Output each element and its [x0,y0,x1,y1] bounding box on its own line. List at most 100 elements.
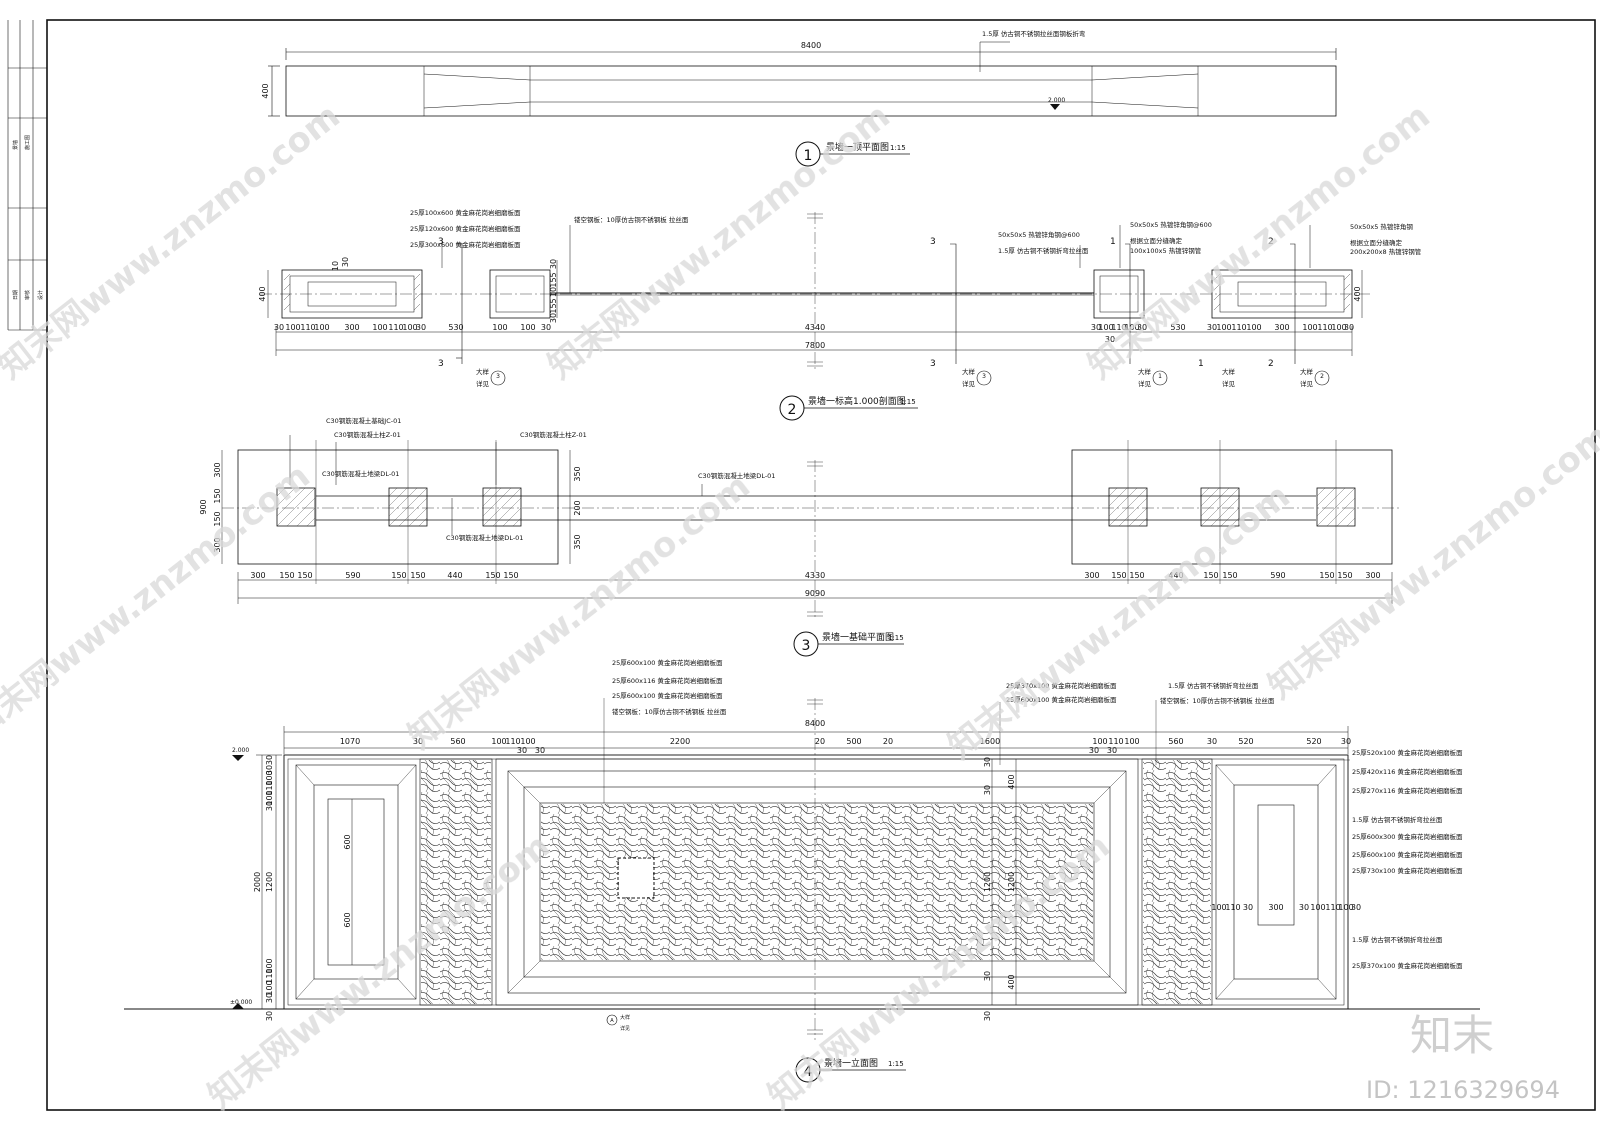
view3-title-text: 景墙一基础平面图 [822,631,894,643]
cut-label: 1 [1198,359,1204,369]
foundation-dim: 150 [1111,571,1126,580]
cut-label: 2 [1268,359,1274,369]
elev-center-dim: 400 [1007,774,1016,789]
top-plan-note: 1.5厚 仿古铜不锈钢拉丝面钢板折弯 [982,29,1086,38]
elev-left-vdim: 30 [265,801,274,811]
detail-word: 大样 [962,367,976,376]
elev-left-vdim: 30 [265,755,274,765]
section-vdim: 30 [549,313,558,323]
elev-right-small-dim: 100 [1338,903,1353,912]
section-note-middle: 镂空钢板：10厚仿古铜不锈钢板 拉丝面 [574,215,689,224]
elev-top-dim: 30 [1207,737,1217,746]
section-dim: 100 [1302,323,1317,332]
view4-number: 4 [804,1064,813,1080]
watermark-text: 知末网www.znzmo.com [541,96,898,387]
elev-note-right-low: 1.5厚 仿古铜不锈钢折弯拉丝面 [1352,935,1443,944]
elev-top-dim: 1600 [980,737,1000,746]
elev-detail-callout: A 大样 详见 [606,1014,630,1032]
detail-word: 大样 [1300,367,1314,376]
section-note-right-a: 50x50x5 热镀锌角钢@600 [998,230,1080,239]
strip-label: 日期 [13,290,19,300]
foundation-dim: 150 [297,571,312,580]
detail-ref-num: 3 [982,373,986,380]
strip-label: 审核 [24,290,31,300]
elev-center-dim: 30 [983,971,992,981]
elev-top-dim: 560 [1168,737,1183,746]
section-dim: 100 [372,323,387,332]
view2-scale: 1:15 [900,398,916,406]
elevation-view: 25厚600x100 黄金麻花岗岩细磨板面 25厚600x116 黄金麻花岗岩细… [124,658,1480,1083]
section-view: 25厚100x600 黄金麻花岗岩细磨板面 25厚120x600 黄金麻花岗岩细… [258,208,1422,421]
strip-label: 施工图 [24,135,31,150]
view4-title: 4 景墙一立面图 1:15 [795,1057,906,1083]
section-dim: 30 [541,323,551,332]
elev-right-small-dim: 100 [1310,903,1325,912]
view3-scale: 1:15 [888,634,904,642]
section-vdim: 155 [549,272,558,287]
elev-center-dim: 400 [1007,974,1016,989]
section-vdim: 10 [331,261,340,271]
elev-note-top-left: 25厚600x100 黄金麻花岗岩细磨板面 [612,658,723,667]
weave-panel-left [421,760,491,1004]
section-dim: 100 [520,323,535,332]
foundation-vdim: 350 [573,534,582,549]
top-plan-length-dim: 8400 [801,41,821,50]
see-word: 详见 [962,379,976,388]
elev-inner-dim: 600 [343,912,352,927]
foundation-columns [276,487,1356,527]
elev-top-dim: 100 [491,737,506,746]
foundation-dim: 150 [391,571,406,580]
foundation-vdim: 200 [573,500,582,515]
section-height-left: 400 [258,286,267,301]
elev-top-dim-sub: 30 [517,746,527,755]
image-id: ID: 1216329694 [1366,1076,1560,1104]
section-note-right-b: 50x50x5 热镀锌角钢@600 [1130,220,1212,229]
view1-title-text: 景墙一顶平面图 [826,141,889,153]
elev-top-dim: 100 [1124,737,1139,746]
elev-top-dim: 500 [846,737,861,746]
detail-ref-4: 大样 详见 大样 详见 2 [1222,367,1330,388]
cut-label: 3 [438,237,444,247]
detail-word: 大样 [476,367,490,376]
foundation-dim: 300 [1084,571,1099,580]
foundation-dim: 150 [279,571,294,580]
section-vdim: 30 [549,259,558,269]
elev-center-dim: 1200 [983,872,992,892]
section-dim: 300 [344,323,359,332]
elev-total-length: 8400 [805,719,825,728]
section-dim: 30 [1137,323,1147,332]
elev-center-dim: 30 [983,785,992,795]
section-dim: 30 [1207,323,1217,332]
elev-right-small-dim: 100 [1211,903,1226,912]
foundation-label-jc: C30钢筋混凝土基础JC-01 [326,416,401,425]
foundation-vdim: 300 [213,537,222,552]
elev-inner-dim: 600 [343,834,352,849]
brand-logo-text: 知末 [1410,1011,1494,1060]
strip-label: 设计 [37,290,44,300]
section-note-right-c: 根据立面分缝确定 [1350,238,1403,247]
top-plan-view: 8400 400 1.5厚 仿古铜不锈钢拉丝面钢板折弯 2.000 1 景墙一顶… [261,29,1337,167]
elev-left-vdim: 110 [265,968,274,983]
section-dim: 30 [274,323,284,332]
elev-note-right: 25厚600x300 黄金麻花岗岩细磨板面 [1352,832,1463,841]
section-dim: 30 [1344,323,1354,332]
see-word: 详见 [1300,379,1314,388]
foundation-dim-total: 9090 [805,589,825,598]
section-dim: 30 [416,323,426,332]
detail-word: 大样 [1138,367,1152,376]
section-note-left: 25厚120x600 黄金麻花岗岩细磨板面 [410,224,521,233]
drawing-frame [7,19,1596,1111]
elev-detail-num: A [610,1018,614,1024]
section-dim: 110 [388,323,403,332]
section-note-left: 25厚300x600 黄金麻花岗岩细磨板面 [410,240,521,249]
foundation-height-total: 900 [199,499,208,514]
foundation-label-z1: C30钢筋混凝土柱Z-01 [334,430,401,439]
elev-top-dim: 560 [450,737,465,746]
section-dim: 100 [1331,323,1346,332]
elev-level-bottom: ±0.000 [230,999,252,1006]
foundation-dim: 440 [1168,571,1183,580]
foundation-dim: 150 [1337,571,1352,580]
view4-scale: 1:15 [888,1060,904,1068]
elev-left-vdim: 100 [265,770,274,785]
